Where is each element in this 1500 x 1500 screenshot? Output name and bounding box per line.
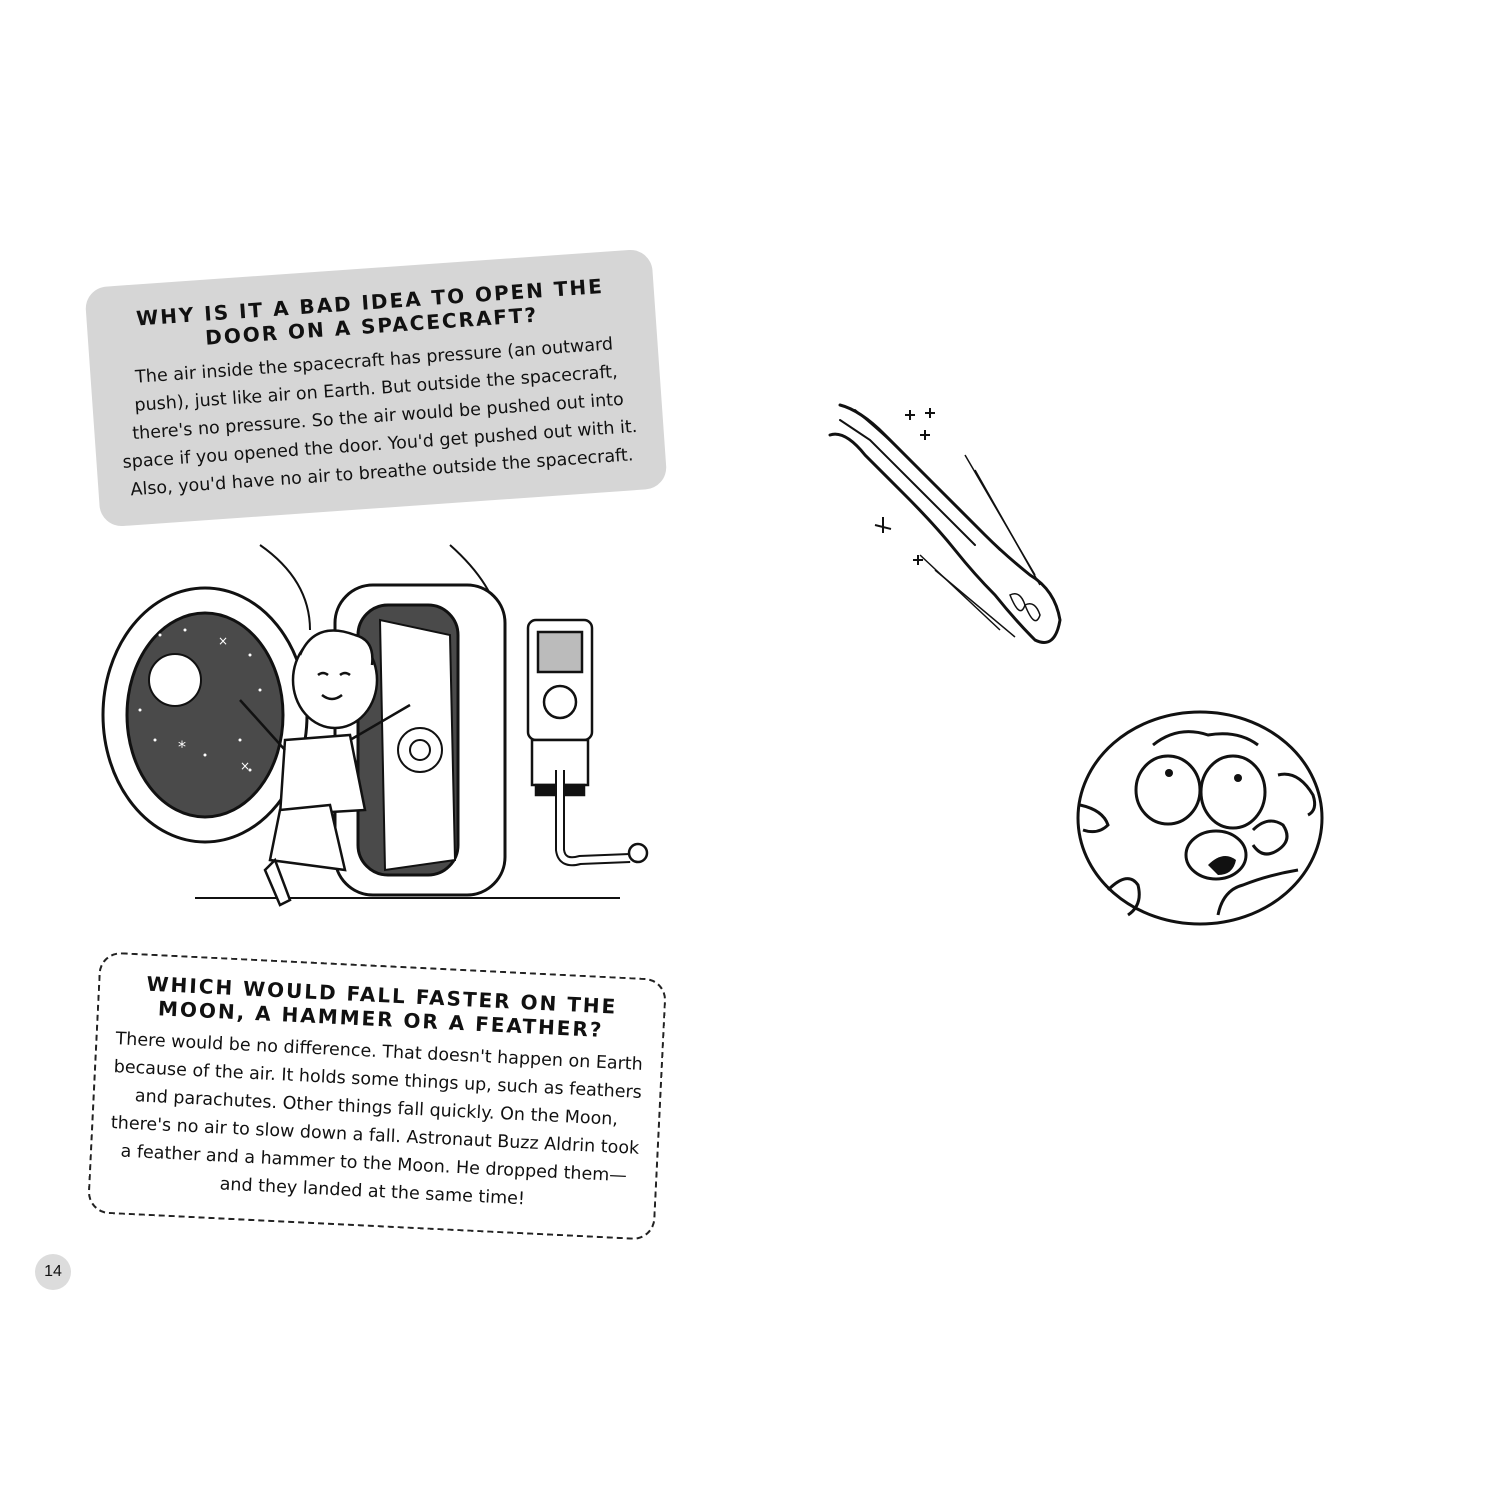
control-panel-icon (526, 618, 649, 867)
scared-earth-illustration (1076, 710, 1324, 926)
page-number-badge: 14 (35, 1254, 71, 1290)
question-card-spacecraft-door: Why is it a bad idea to open the door on… (84, 248, 668, 528)
page-15: Could we protect Earth if an asteroid we… (750, 0, 1500, 1500)
page-14: Why is it a bad idea to open the door on… (35, 248, 668, 1290)
spacecraft-door-icon (333, 583, 507, 897)
svg-text:×: × (218, 634, 228, 648)
falling-asteroid-illustration (828, 403, 1062, 644)
porthole-window-icon: × * × (101, 586, 309, 844)
answer-text: The air inside the spacecraft has pressu… (121, 334, 638, 501)
svg-text:×: × (240, 759, 250, 773)
svg-text:*: * (178, 737, 186, 756)
boy-door-illustration: × * × (101, 544, 649, 907)
boy-character-icon (239, 629, 411, 907)
question-card-hammer-feather: Which would fall faster on the Moon, a h… (86, 951, 668, 1241)
answer-text: There would be no difference. That doesn… (110, 1028, 644, 1210)
